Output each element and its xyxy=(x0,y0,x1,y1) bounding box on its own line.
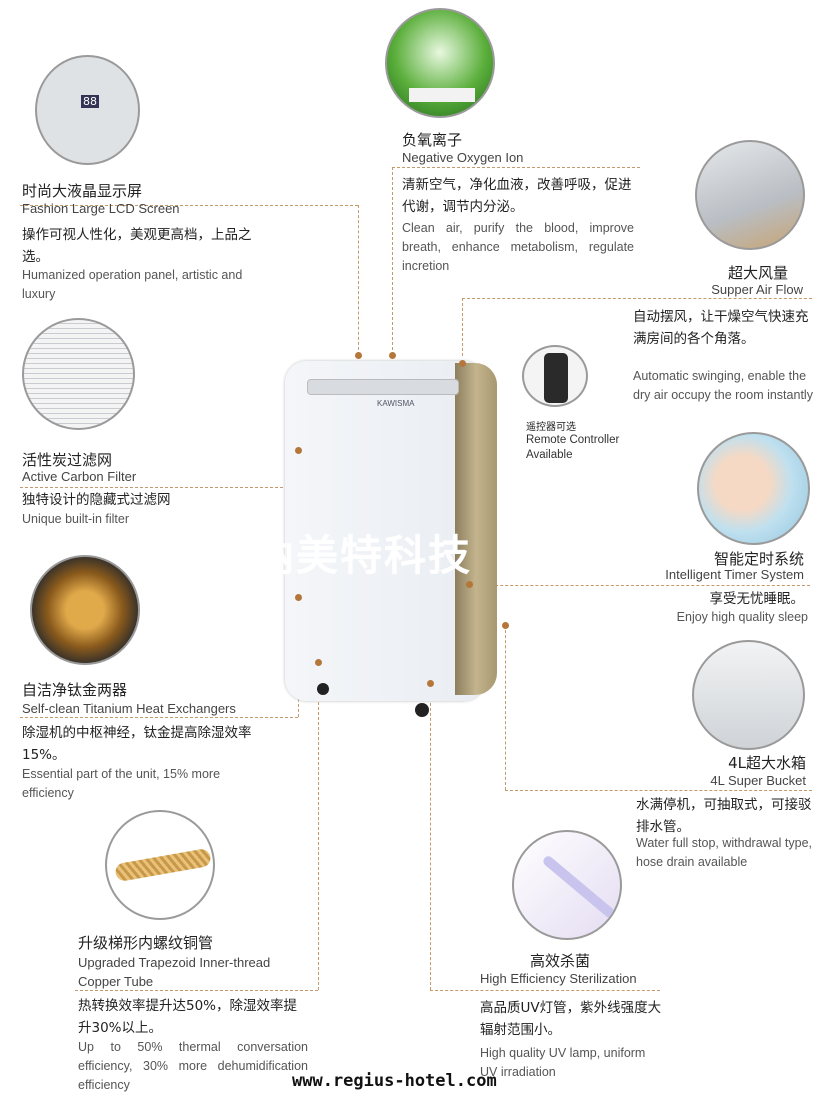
bucket-title-cn: 4L超大水箱 xyxy=(728,754,806,772)
timer-desc-cn: 享受无忧睡眠。 xyxy=(709,591,805,607)
timer-desc-en: Enjoy high quality sleep xyxy=(676,610,808,624)
bucket-desc-cn: 水满停机，可抽取式，可接驳排水管。 xyxy=(636,797,812,835)
lcd-panel-image: 88 xyxy=(35,55,140,165)
uv-lamp-image xyxy=(512,830,622,940)
connector xyxy=(430,683,431,990)
marker-dot xyxy=(295,447,302,454)
copper-desc-en: Up to 50% thermal conversation efficienc… xyxy=(78,1040,308,1092)
airflow-title-en: Supper Air Flow xyxy=(711,282,803,297)
uv-desc-en: High quality UV lamp, uniform UV irradia… xyxy=(480,1046,646,1079)
marker-dot xyxy=(427,680,434,687)
timer-title-cn: 智能定时系统 xyxy=(713,550,804,568)
ion-desc-cn: 清新空气，净化血液，改善呼吸，促进代谢，调节内分泌。 xyxy=(402,177,632,215)
copper-title-en: Upgraded Trapezoid Inner-thread Copper T… xyxy=(78,955,271,989)
copper-desc-cn: 热转换效率提升达50%，除湿效率提升30%以上。 xyxy=(78,998,298,1036)
connector xyxy=(505,625,506,790)
airflow-title-cn: 超大风量 xyxy=(727,264,788,282)
carbon-title-en: Active Carbon Filter xyxy=(22,469,137,484)
lcd-title-cn: 时尚大液晶显示屏 xyxy=(22,182,143,200)
heat-exchanger-image xyxy=(30,555,140,665)
connector xyxy=(20,487,298,488)
lcd-display: 88 xyxy=(81,95,99,108)
marker-dot xyxy=(389,352,396,359)
remote-title-en1: Remote Controller xyxy=(526,434,620,446)
bucket-title-en: 4L Super Bucket xyxy=(710,773,806,788)
airflow-desc-cn: 自动摆风，让干燥空气快速充满房间的各个角落。 xyxy=(633,309,809,347)
connector xyxy=(20,205,358,206)
uv-title-en: High Efficiency Sterilization xyxy=(480,971,637,986)
baby-sleep-image xyxy=(697,432,810,545)
connector xyxy=(75,990,318,991)
carbon-desc-cn: 独特设计的隐藏式过滤网 xyxy=(22,492,171,508)
ion-image xyxy=(385,8,495,118)
watermark-url: www.regius-hotel.com xyxy=(292,1071,497,1091)
brand-logo: KAWISMA xyxy=(377,399,415,408)
uv-title-cn: 高效杀菌 xyxy=(530,952,591,970)
airflow-desc-en: Automatic swinging, enable the dry air o… xyxy=(633,369,813,402)
uv-desc-cn: 高品质UV灯管，紫外线强度大辐射范围小。 xyxy=(480,1000,662,1038)
copper-title-cn: 升级梯形内螺纹铜管 xyxy=(78,934,214,952)
connector xyxy=(392,167,640,168)
connector xyxy=(318,662,319,990)
connector xyxy=(462,298,812,299)
connector xyxy=(358,205,359,355)
exchanger-desc-en: Essential part of the unit, 15% more eff… xyxy=(22,767,221,800)
connector xyxy=(392,167,393,355)
lcd-title-en: Fashion Large LCD Screen xyxy=(22,201,180,216)
marker-dot xyxy=(315,659,322,666)
ion-title-cn: 负氧离子 xyxy=(402,131,463,149)
connector xyxy=(470,585,810,586)
exchanger-title-cn: 自洁净钛金两器 xyxy=(22,681,128,699)
lcd-desc-en: Humanized operation panel, artistic and … xyxy=(22,268,243,301)
connector xyxy=(430,990,660,991)
dehumidifier-image: KAWISMA xyxy=(285,355,500,717)
marker-dot xyxy=(466,581,473,588)
remote-controller-image xyxy=(522,345,588,407)
watermark-text: 纳美特科技 xyxy=(252,531,473,580)
ion-desc-en: Clean air, purify the blood, improve bre… xyxy=(402,221,634,273)
remote-title-en2: Available xyxy=(526,449,573,461)
carbon-desc-en: Unique built-in filter xyxy=(22,512,129,526)
connector xyxy=(20,717,298,718)
marker-dot xyxy=(502,622,509,629)
connector xyxy=(505,790,812,791)
marker-dot xyxy=(355,352,362,359)
remote-title-cn: 遥控器可选 xyxy=(526,422,576,433)
timer-title-en: Intelligent Timer System xyxy=(665,567,804,582)
connector xyxy=(462,298,463,356)
air-flow-image xyxy=(695,140,805,250)
exchanger-title-en: Self-clean Titanium Heat Exchangers xyxy=(22,701,236,716)
carbon-filter-image xyxy=(22,318,135,430)
water-bucket-image xyxy=(692,640,805,750)
bucket-desc-en: Water full stop, withdrawal type, hose d… xyxy=(636,836,812,869)
ion-title-en: Negative Oxygen Ion xyxy=(402,150,524,165)
carbon-title-cn: 活性炭过滤网 xyxy=(22,451,113,469)
marker-dot xyxy=(459,360,466,367)
exchanger-desc-cn: 除湿机的中枢神经，钛金提高除湿效率15%。 xyxy=(22,725,252,763)
marker-dot xyxy=(295,594,302,601)
lcd-desc-cn: 操作可视人性化，美观更高档，上品之选。 xyxy=(22,227,252,265)
copper-tube-image xyxy=(105,810,215,920)
